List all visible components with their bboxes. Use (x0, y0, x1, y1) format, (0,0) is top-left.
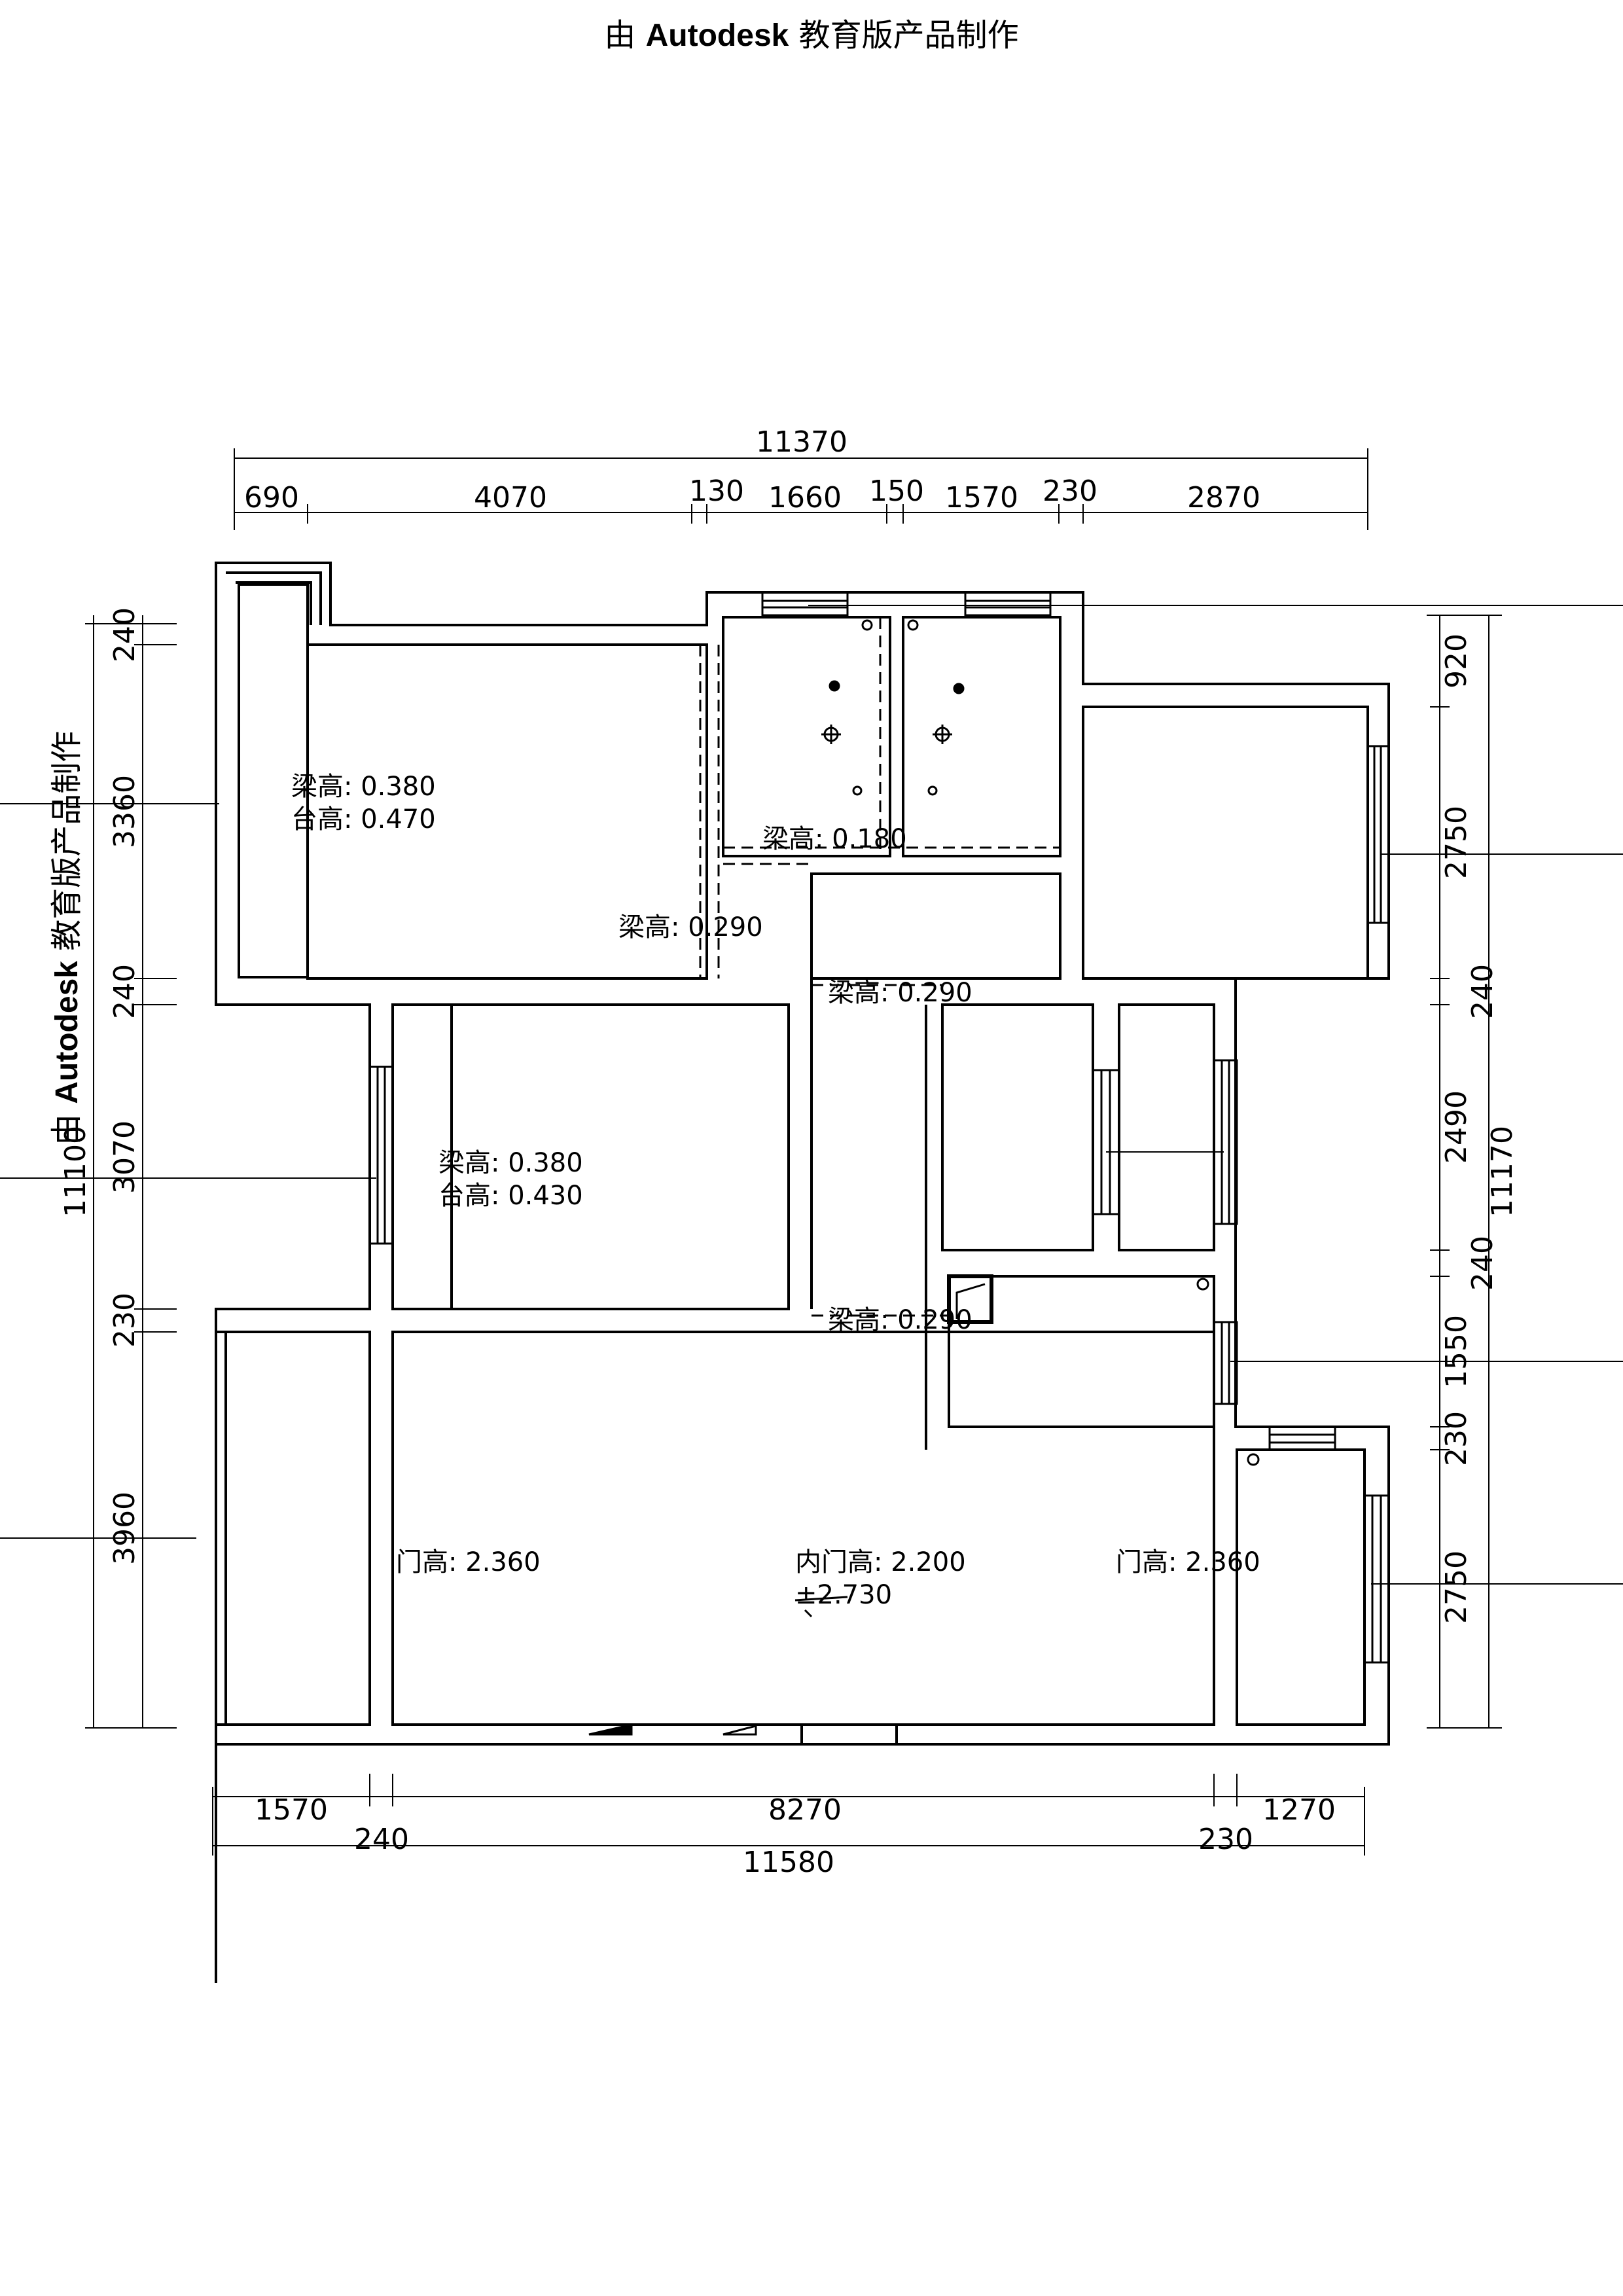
beam-lines (699, 617, 1060, 1317)
dim-right-3: 2490 (1440, 1090, 1473, 1164)
dim-right-4: 240 (1466, 1236, 1499, 1291)
dim-left-4: 230 (108, 1293, 141, 1348)
corridor-beam-label: 梁高: 0.290 (618, 912, 763, 942)
r1-sill-label: 台高: 0.470 (291, 804, 436, 834)
fixtures (588, 619, 1260, 1736)
dim-bottom-0: 1570 (255, 1793, 328, 1827)
dim-right-0: 920 (1440, 634, 1473, 689)
level-label: ±2.730 (795, 1580, 892, 1610)
windows (368, 591, 1390, 1664)
hall-beam-label-2: 梁高: 0.290 (828, 1305, 972, 1335)
door-right-label: 门高: 2.360 (1116, 1547, 1260, 1577)
dim-right-7: 2750 (1440, 1551, 1473, 1624)
inner-door-label: 内门高: 2.200 (795, 1547, 966, 1577)
dim-right-1: 2750 (1440, 806, 1473, 879)
dim-left-5: 3960 (108, 1492, 141, 1565)
dim-bottom-1: 8270 (768, 1793, 842, 1827)
dim-right-total: 11170 (1486, 1126, 1519, 1217)
dim-left-1: 3360 (108, 775, 141, 848)
dim-right-2: 240 (1466, 964, 1499, 1019)
r1-beam-label: 梁高: 0.380 (291, 772, 436, 802)
dim-top-1: 4070 (474, 481, 547, 514)
dim-left-total: 11100 (59, 1126, 92, 1217)
dim-top-total: 11370 (756, 425, 847, 459)
annotation-texts: 梁高: 0.380 台高: 0.470 梁高: 0.180 梁高: 0.290 … (291, 772, 1260, 1610)
r2-sill-label: 台高: 0.430 (438, 1181, 583, 1211)
dim-bottom-2: 1270 (1262, 1793, 1336, 1827)
bath-beam-label: 梁高: 0.180 (762, 824, 907, 854)
dim-right-5: 1550 (1440, 1315, 1473, 1388)
watermark-top: 由 Autodesk 教育版产品制作 (604, 17, 1019, 54)
dim-top-4: 150 (869, 475, 924, 508)
walls (215, 562, 1390, 1983)
dim-left-2: 240 (108, 964, 141, 1019)
dimension-texts: 11370 690 4070 130 1660 150 1570 230 287… (59, 425, 1519, 1879)
dim-bottom-total: 11580 (743, 1846, 834, 1879)
door-left-label: 门高: 2.360 (396, 1547, 541, 1577)
dim-top-7: 2870 (1187, 481, 1260, 514)
dim-top-2: 130 (689, 475, 744, 508)
dimension-lines (0, 448, 1623, 1856)
r2-beam-label: 梁高: 0.380 (438, 1148, 583, 1178)
dim-top-3: 1660 (768, 481, 842, 514)
dim-right-6: 230 (1440, 1411, 1473, 1466)
dim-bottom-4: 230 (1198, 1823, 1253, 1856)
dim-top-6: 230 (1043, 475, 1097, 508)
dim-left-3: 3070 (108, 1121, 141, 1194)
dim-top-5: 1570 (945, 481, 1018, 514)
dim-left-0: 240 (108, 607, 141, 662)
dim-top-0: 690 (244, 481, 299, 514)
hall-beam-label-1: 梁高: 0.290 (828, 978, 972, 1008)
dim-bottom-3: 240 (354, 1823, 409, 1856)
